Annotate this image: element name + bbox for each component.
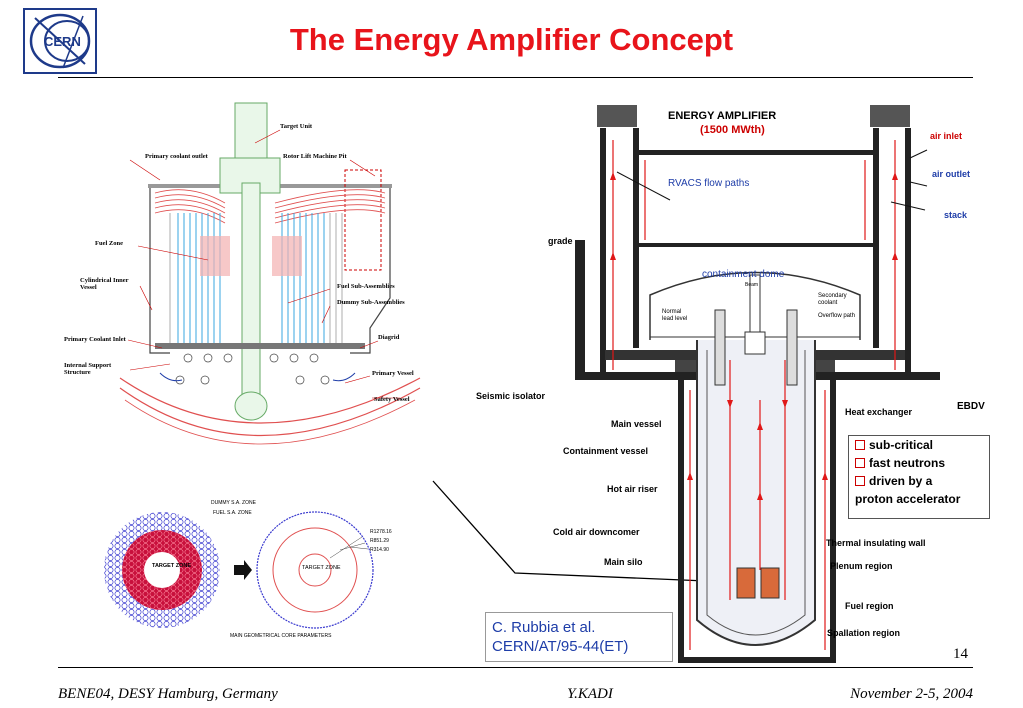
label-overflow: Overflow path (818, 313, 856, 319)
checkbox-icon (855, 476, 865, 486)
feature-accelerator: proton accelerator (855, 492, 961, 506)
label-containment-dome: containment dome (702, 269, 785, 280)
label-heat-exchanger: Heat exchanger (845, 407, 913, 417)
ea-heading: ENERGY AMPLIFIER (668, 110, 777, 122)
label-core-caption: MAIN GEOMETRICAL CORE PARAMETERS (230, 633, 332, 639)
label-fuel-sub: Fuel Sub-Assemblies (337, 283, 395, 290)
features-box: sub-critical fast neutrons driven by a p… (848, 435, 990, 519)
logo-text: CERN (44, 34, 81, 49)
label-seismic: Seismic isolator (476, 391, 546, 401)
label-safety-vessel: Safety Vessel (374, 396, 410, 403)
bottom-rule (58, 667, 973, 668)
label-rotor-lift: Rotor Lift Machine Pit (283, 153, 347, 160)
checkbox-icon (855, 458, 865, 468)
label-ebdv: EBDV (957, 401, 985, 412)
label-containment-vessel: Containment vessel (563, 446, 649, 456)
label-thermal-wall: Thermal insulating wall (826, 538, 926, 548)
label-dummy-sub: Dummy Sub-Assemblies (337, 299, 405, 306)
footer-left: BENE04, DESY Hamburg, Germany (58, 686, 278, 702)
label-cyl-inner-vessel: Cylindrical Inner Vessel (80, 277, 129, 291)
label-r3: R314.90 (370, 547, 389, 553)
label-air-outlet: air outlet (932, 169, 971, 179)
reference-line1: C. Rubbia et al. (492, 619, 596, 636)
label-stack: stack (944, 210, 968, 220)
label-main-silo: Main silo (604, 557, 643, 567)
label-air-inlet: air inlet (930, 131, 963, 141)
label-r1: R1278.16 (370, 529, 392, 535)
top-rule (58, 77, 973, 78)
label-rvacs: RVACS flow paths (668, 178, 750, 189)
connector-line (432, 480, 731, 583)
label-spallation: Spallation region (827, 628, 901, 638)
label-plenum: Plenum region (830, 561, 893, 571)
label-diagrid: Diagrid (378, 334, 400, 341)
feature-driven: driven by a (849, 472, 989, 490)
label-target-unit: Target Unit (280, 123, 313, 130)
label-r2: R851.29 (370, 538, 389, 544)
label-normal-lead: Normal lead level (662, 309, 688, 322)
core-target-zone-left: TARGET ZONE (152, 563, 191, 569)
feature-fast-neutrons: fast neutrons (849, 454, 989, 472)
label-primary-vessel: Primary Vessel (372, 370, 414, 377)
label-fuel-zone-map: FUEL S.A. ZONE (213, 510, 252, 516)
label-grade: grade (548, 236, 573, 246)
cern-logo: CERN (23, 8, 97, 74)
footer-center: Y.KADI (567, 686, 613, 702)
feature-subcritical: sub-critical (849, 436, 989, 454)
slide-title: The Energy Amplifier Concept (289, 22, 734, 57)
label-internal-support: Internal Support Structure (64, 362, 112, 376)
reference-box: C. Rubbia et al. CERN/AT/95-44(ET) (485, 612, 673, 662)
label-secondary-coolant: Secondary coolant (818, 293, 847, 306)
label-hot-air: Hot air riser (607, 484, 658, 494)
label-beam: Beam (745, 282, 759, 288)
label-primary-coolant-inlet: Primary Coolant Inlet (64, 336, 126, 343)
page-number: 14 (953, 646, 968, 662)
core-target-zone-right: TARGET ZONE (302, 565, 341, 571)
label-fuel-region: Fuel region (845, 601, 894, 611)
checkbox-icon (855, 440, 865, 450)
footer-right: November 2-5, 2004 (850, 686, 973, 702)
label-dummy-zone: DUMMY S.A. ZONE (211, 500, 256, 506)
reference-line2: CERN/AT/95-44(ET) (492, 638, 629, 655)
ea-power: (1500 MWth) (700, 124, 765, 136)
energy-amplifier-schematic (575, 105, 940, 663)
reactor-cross-section (60, 88, 445, 483)
core-layout-map: TARGET ZONE TARGET ZONE (104, 511, 374, 629)
label-cold-air: Cold air downcomer (553, 527, 640, 537)
label-fuel-zone: Fuel Zone (95, 240, 123, 247)
label-primary-coolant-outlet: Primary coolant outlet (145, 153, 208, 160)
label-main-vessel: Main vessel (611, 419, 662, 429)
